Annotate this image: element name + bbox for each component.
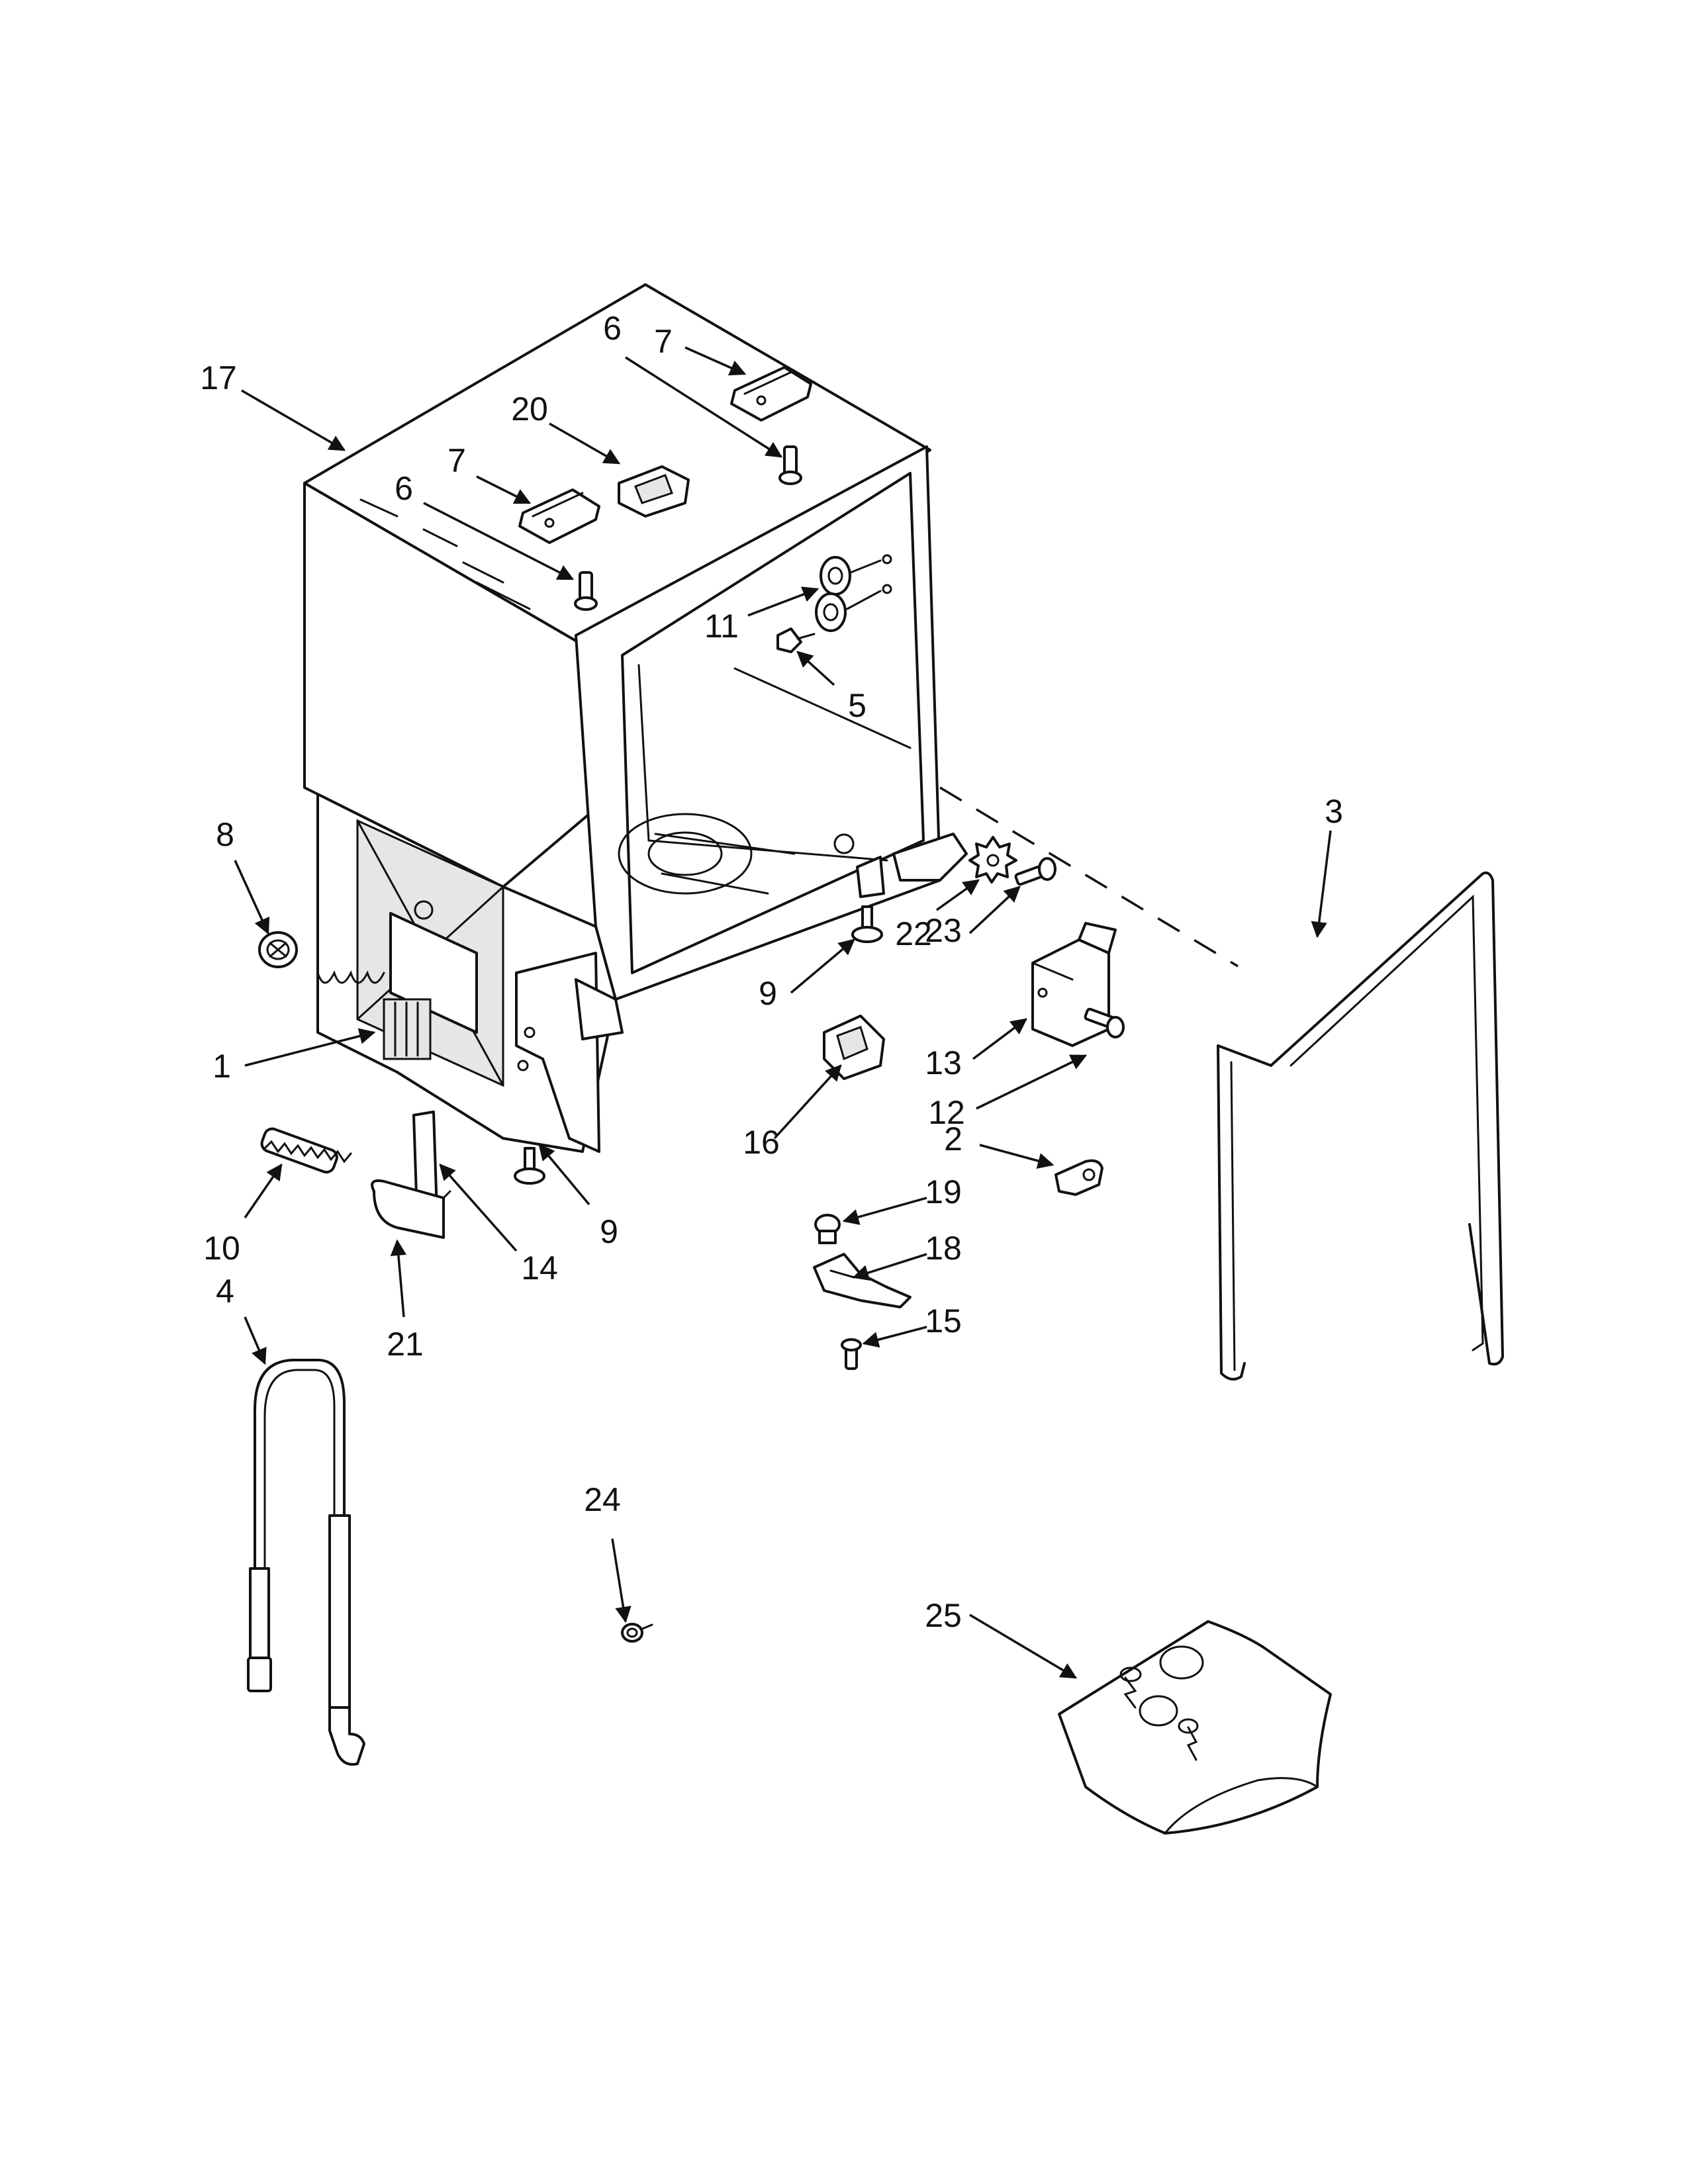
callout-17: 17 (200, 359, 237, 396)
callout-16: 16 (743, 1124, 780, 1161)
callout-9-lower: 9 (600, 1213, 618, 1250)
spring-part-10 (260, 1127, 352, 1174)
leader-lines (234, 346, 1332, 1679)
pad-part-21 (371, 1179, 451, 1239)
hinge-bracket-lower (518, 488, 600, 544)
callout-24: 24 (584, 1481, 621, 1518)
hose-part-4 (247, 1359, 365, 1766)
leveling-foot-lower (514, 1147, 545, 1185)
door-gasket-part-3 (1217, 871, 1504, 1381)
callout-18: 18 (925, 1230, 962, 1267)
callout-4: 4 (216, 1273, 234, 1310)
star-nut-part-22 (968, 836, 1017, 884)
dishwasher-tub-assembly (303, 283, 968, 1153)
latch-part-2 (1055, 1159, 1103, 1196)
screw-part-15 (841, 1338, 862, 1370)
knob-part-8 (258, 931, 298, 968)
callout-2: 2 (944, 1120, 962, 1158)
callout-13: 13 (925, 1044, 962, 1081)
callout-1: 1 (212, 1048, 231, 1085)
callout-15: 15 (925, 1302, 962, 1340)
callout-22: 22 (895, 915, 932, 952)
callout-9-upper: 9 (759, 975, 777, 1012)
callout-6-lower: 6 (395, 470, 413, 507)
callout-7-upper: 7 (654, 323, 673, 360)
screw-part-12 (1084, 1007, 1125, 1038)
screw-upper (778, 445, 802, 485)
callout-23: 23 (925, 912, 962, 949)
callout-19: 19 (925, 1173, 962, 1210)
bracket-part-18 (813, 1253, 912, 1308)
hinge-bracket-upper (730, 366, 812, 422)
callout-11: 11 (704, 608, 739, 645)
callout-25: 25 (925, 1597, 962, 1634)
leveling-foot-upper (851, 905, 883, 943)
callout-21: 21 (387, 1326, 424, 1363)
mounting-bracket-part-13 (1031, 922, 1117, 1047)
callout-12: 12 (928, 1094, 965, 1131)
callout-14: 14 (521, 1250, 558, 1287)
alignment-dashed-line (939, 786, 1239, 968)
callout-10: 10 (203, 1230, 240, 1267)
screw-part-5 (776, 627, 816, 653)
callout-3: 3 (1325, 793, 1343, 830)
callout-5: 5 (848, 687, 867, 724)
door-rollers (815, 554, 892, 632)
callout-8: 8 (216, 816, 234, 853)
parts-bag-part-25 (1058, 1620, 1332, 1835)
clip-part-16 (823, 1015, 885, 1080)
clip-part-20 (618, 465, 690, 518)
callout-6-upper: 6 (603, 310, 622, 347)
callout-20: 20 (511, 390, 548, 428)
screw-part-23 (1014, 857, 1056, 886)
callout-labels: 17 7 6 20 7 6 11 5 8 3 22 23 9 13 12 1 1… (200, 310, 1343, 1634)
callout-7-lower: 7 (447, 442, 466, 479)
thermostat-part-19 (814, 1214, 841, 1244)
spring-part-24 (621, 1623, 653, 1643)
screw-lower (574, 571, 598, 611)
